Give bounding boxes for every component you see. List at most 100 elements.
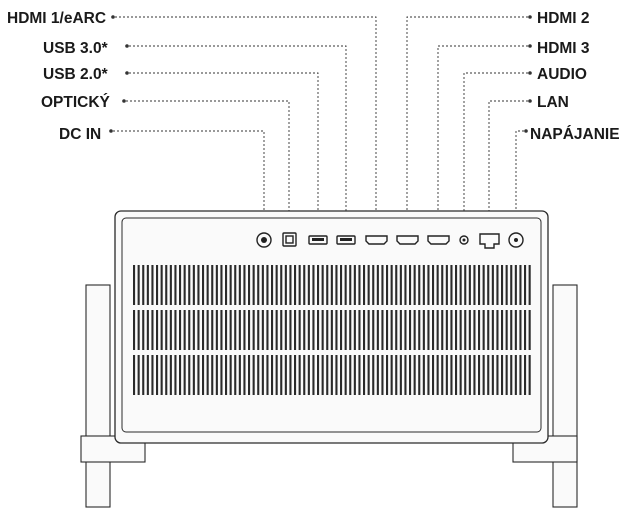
vent-slot [344, 265, 347, 305]
vent-slot [133, 355, 136, 395]
leader-hdmi3 [437, 45, 528, 232]
leader-audio [463, 72, 528, 233]
vent-slot [455, 265, 458, 305]
vent-slot [418, 355, 421, 395]
vent-slot [303, 310, 306, 350]
vent-slot [206, 355, 209, 395]
vent-slot [183, 310, 186, 350]
vent-slot [160, 265, 163, 305]
vent-slot [303, 265, 306, 305]
vent-slot [367, 355, 370, 395]
vent-slot [510, 265, 513, 305]
vent-slot [317, 310, 320, 350]
vent-slot [436, 355, 439, 395]
vent-slot [142, 310, 145, 350]
vent-slot [441, 355, 444, 395]
vent-slot [372, 265, 375, 305]
vent-slot [363, 355, 366, 395]
vent-slot [376, 265, 379, 305]
vent-slot [261, 310, 264, 350]
vent-slot [445, 355, 448, 395]
vent-slot [206, 265, 209, 305]
vent-slot [482, 310, 485, 350]
vent-slot [505, 310, 508, 350]
vent-slot [432, 355, 435, 395]
usb-port-icon [336, 235, 356, 245]
vent-slot [248, 355, 251, 395]
vent-slot [478, 310, 481, 350]
vent-slot [280, 265, 283, 305]
vent-slot [432, 265, 435, 305]
vent-slot [464, 265, 467, 305]
vent-slot [169, 265, 172, 305]
vent-slot [146, 355, 149, 395]
vent-slot [418, 265, 421, 305]
vent-slot [225, 265, 228, 305]
vent-slot [142, 265, 145, 305]
vent-slot [386, 310, 389, 350]
vent-slot [510, 355, 513, 395]
right-leg [552, 284, 578, 508]
square-optical-port-icon [282, 232, 297, 247]
vent-slot [404, 265, 407, 305]
vent-slot [487, 355, 490, 395]
vent-slot [496, 310, 499, 350]
vent-slot [376, 355, 379, 395]
vent-slot [491, 355, 494, 395]
vent-slot [349, 355, 352, 395]
audio-jack-icon [459, 235, 469, 245]
vent-slot [358, 265, 361, 305]
vent-slot [427, 310, 430, 350]
vent-slot [266, 265, 269, 305]
vent-slot [482, 265, 485, 305]
vent-slot [188, 265, 191, 305]
vent-slot [179, 355, 182, 395]
vent-slot [156, 265, 159, 305]
vent-slot [432, 310, 435, 350]
vent-slot [326, 355, 329, 395]
vent-slot [510, 310, 513, 350]
vent-slot [225, 355, 228, 395]
vent-slot [252, 265, 255, 305]
vent-slot [284, 310, 287, 350]
vent-slot [243, 355, 246, 395]
vent-slot [335, 310, 338, 350]
vent-slot [528, 265, 531, 305]
vent-slot [271, 265, 274, 305]
vent-slot [358, 355, 361, 395]
vent-slot [482, 355, 485, 395]
vent-slot [491, 310, 494, 350]
vent-slot [519, 355, 522, 395]
vent-slot [340, 310, 343, 350]
vent-slot [174, 265, 177, 305]
vent-slot [381, 355, 384, 395]
vent-slot [151, 310, 154, 350]
vent-slot [427, 355, 430, 395]
vent-slot [349, 310, 352, 350]
vent-slot [468, 310, 471, 350]
vent-slot [473, 310, 476, 350]
vent-slot [146, 310, 149, 350]
vent-slot [229, 265, 232, 305]
vent-slot [238, 355, 241, 395]
vent-slot [496, 355, 499, 395]
vent-slot [294, 310, 297, 350]
vent-slot [473, 355, 476, 395]
vent-slot [202, 310, 205, 350]
vent-slot [422, 310, 425, 350]
vent-slot [450, 355, 453, 395]
vent-slot [266, 355, 269, 395]
vent-slot [372, 355, 375, 395]
vent-slot [307, 310, 310, 350]
projector-inner-panel [121, 217, 542, 433]
vent-slot [436, 310, 439, 350]
label-power: NAPÁJANIE [530, 126, 620, 143]
vent-slot [192, 355, 195, 395]
label-dc-in: DC IN [59, 126, 101, 143]
vent-slot [381, 265, 384, 305]
vent-slot [192, 310, 195, 350]
vent-slot [441, 265, 444, 305]
label-hdmi3: HDMI 3 [537, 40, 590, 57]
label-usb-3: USB 3.0* [43, 40, 109, 57]
vent-slot [344, 310, 347, 350]
